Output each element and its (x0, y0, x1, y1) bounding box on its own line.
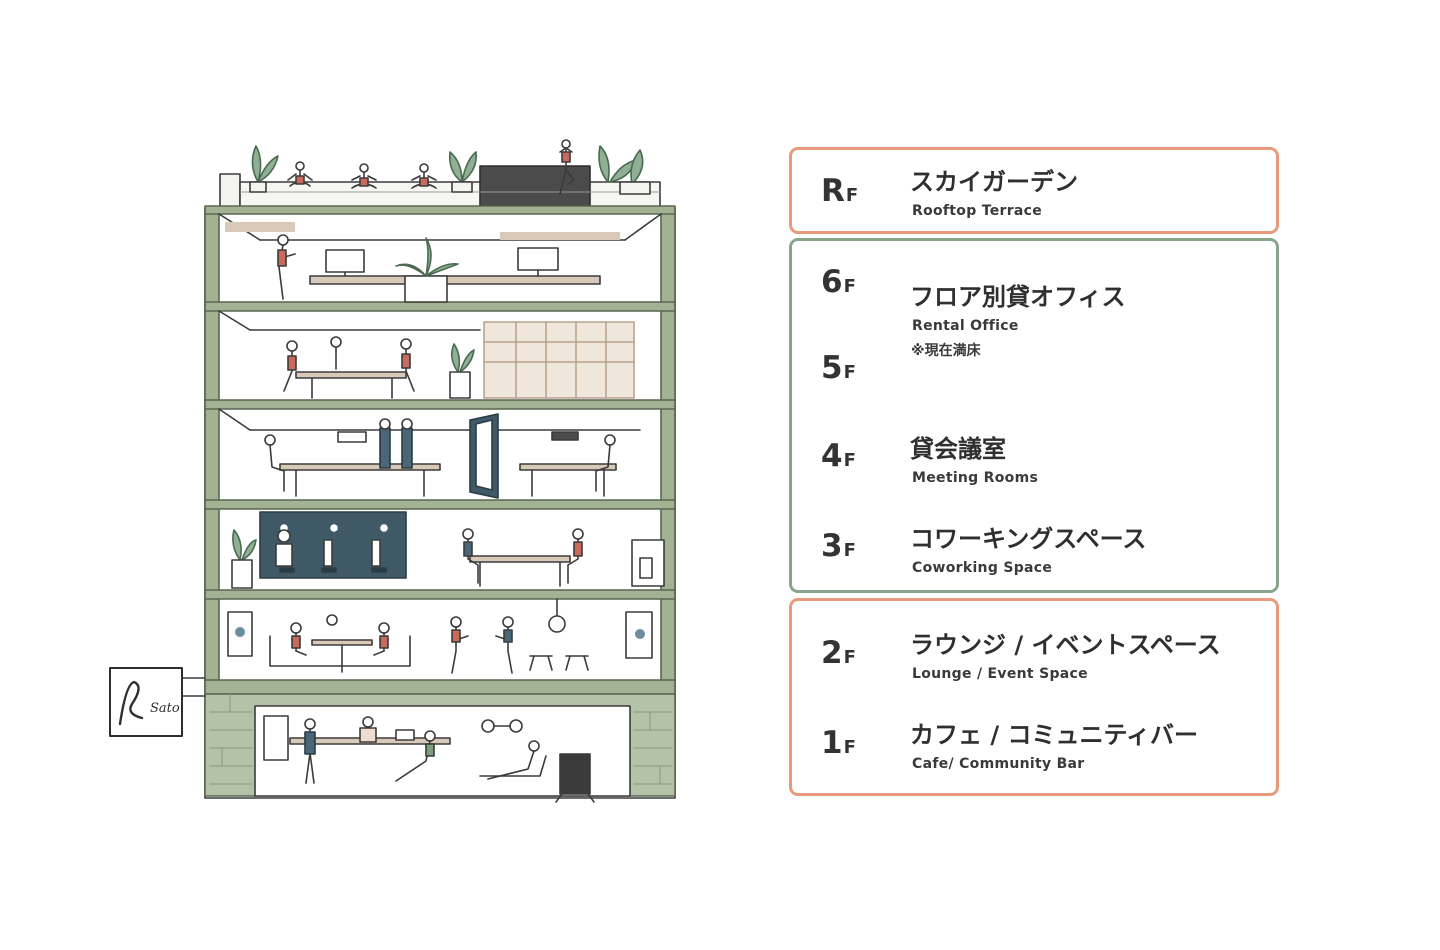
floor-group-office: 6F 5F フロア別貸オフィス Rental Office ※現在満床 4F 貸… (789, 238, 1279, 593)
floor-number-1f: 1F (821, 728, 856, 763)
floor-title-4f: 貸会議室 (910, 435, 1006, 463)
floor-number-value: R (821, 173, 845, 209)
floor-number-value: 1 (821, 725, 843, 761)
hanging-sign (109, 667, 206, 737)
floor-2-scene (227, 598, 653, 674)
floor-unit: F (843, 540, 856, 561)
floor-number-value: 3 (821, 528, 843, 564)
floor-number-value: 5 (821, 350, 843, 386)
floor-unit: F (843, 647, 856, 668)
floor-note-office: ※現在満床 (911, 343, 981, 359)
floor-subtitle-rf: Rooftop Terrace (912, 203, 1043, 219)
floor-number-value: 6 (821, 264, 843, 300)
rooftop-plants (249, 145, 651, 195)
floor-subtitle-2f: Lounge / Event Space (912, 666, 1088, 682)
floor-subtitle-office: Rental Office (912, 318, 1019, 334)
floor-number-value: 2 (821, 635, 843, 671)
floor-number-2f: 2F (821, 638, 856, 673)
rooftop-people (287, 139, 575, 195)
floor-title-3f: コワーキングスペース (910, 525, 1147, 553)
floor-unit: F (843, 450, 856, 471)
floor-group-rooftop: RF スカイガーデン Rooftop Terrace (789, 147, 1279, 234)
floor-4-scene (218, 408, 641, 499)
floor-title-office: フロア別貸オフィス (910, 283, 1126, 311)
floor-group-lounge-cafe: 2F ラウンジ / イベントスペース Lounge / Event Space … (789, 598, 1279, 796)
floor-unit: F (843, 276, 856, 297)
floor-title-2f: ラウンジ / イベントスペース (910, 631, 1221, 659)
floor-5-scene (218, 310, 635, 399)
floor-3-scene (231, 511, 665, 589)
building-illustration: Sato (109, 139, 676, 803)
sign-text: Sato (150, 701, 180, 716)
floor-subtitle-4f: Meeting Rooms (912, 470, 1039, 486)
floor-number-4f: 4F (821, 441, 856, 476)
floor-number-5f: 5F (821, 353, 856, 388)
floor-unit: F (843, 362, 856, 383)
floor-title-rf: スカイガーデン (910, 168, 1078, 196)
floor-1-scene (263, 715, 595, 803)
floor-title-1f: カフェ / コミュニティバー (910, 721, 1199, 749)
floor-unit: F (845, 185, 859, 206)
floor-number-6f: 6F (821, 267, 856, 302)
floor-number-value: 4 (821, 438, 843, 474)
floor-unit: F (843, 737, 856, 758)
floor-6-scene (218, 213, 662, 303)
floor-subtitle-3f: Coworking Space (912, 560, 1053, 576)
floor-number-3f: 3F (821, 531, 856, 566)
floor-subtitle-1f: Cafe/ Community Bar (912, 756, 1085, 772)
rooftop (219, 165, 661, 209)
floor-number-rf: RF (821, 176, 858, 211)
